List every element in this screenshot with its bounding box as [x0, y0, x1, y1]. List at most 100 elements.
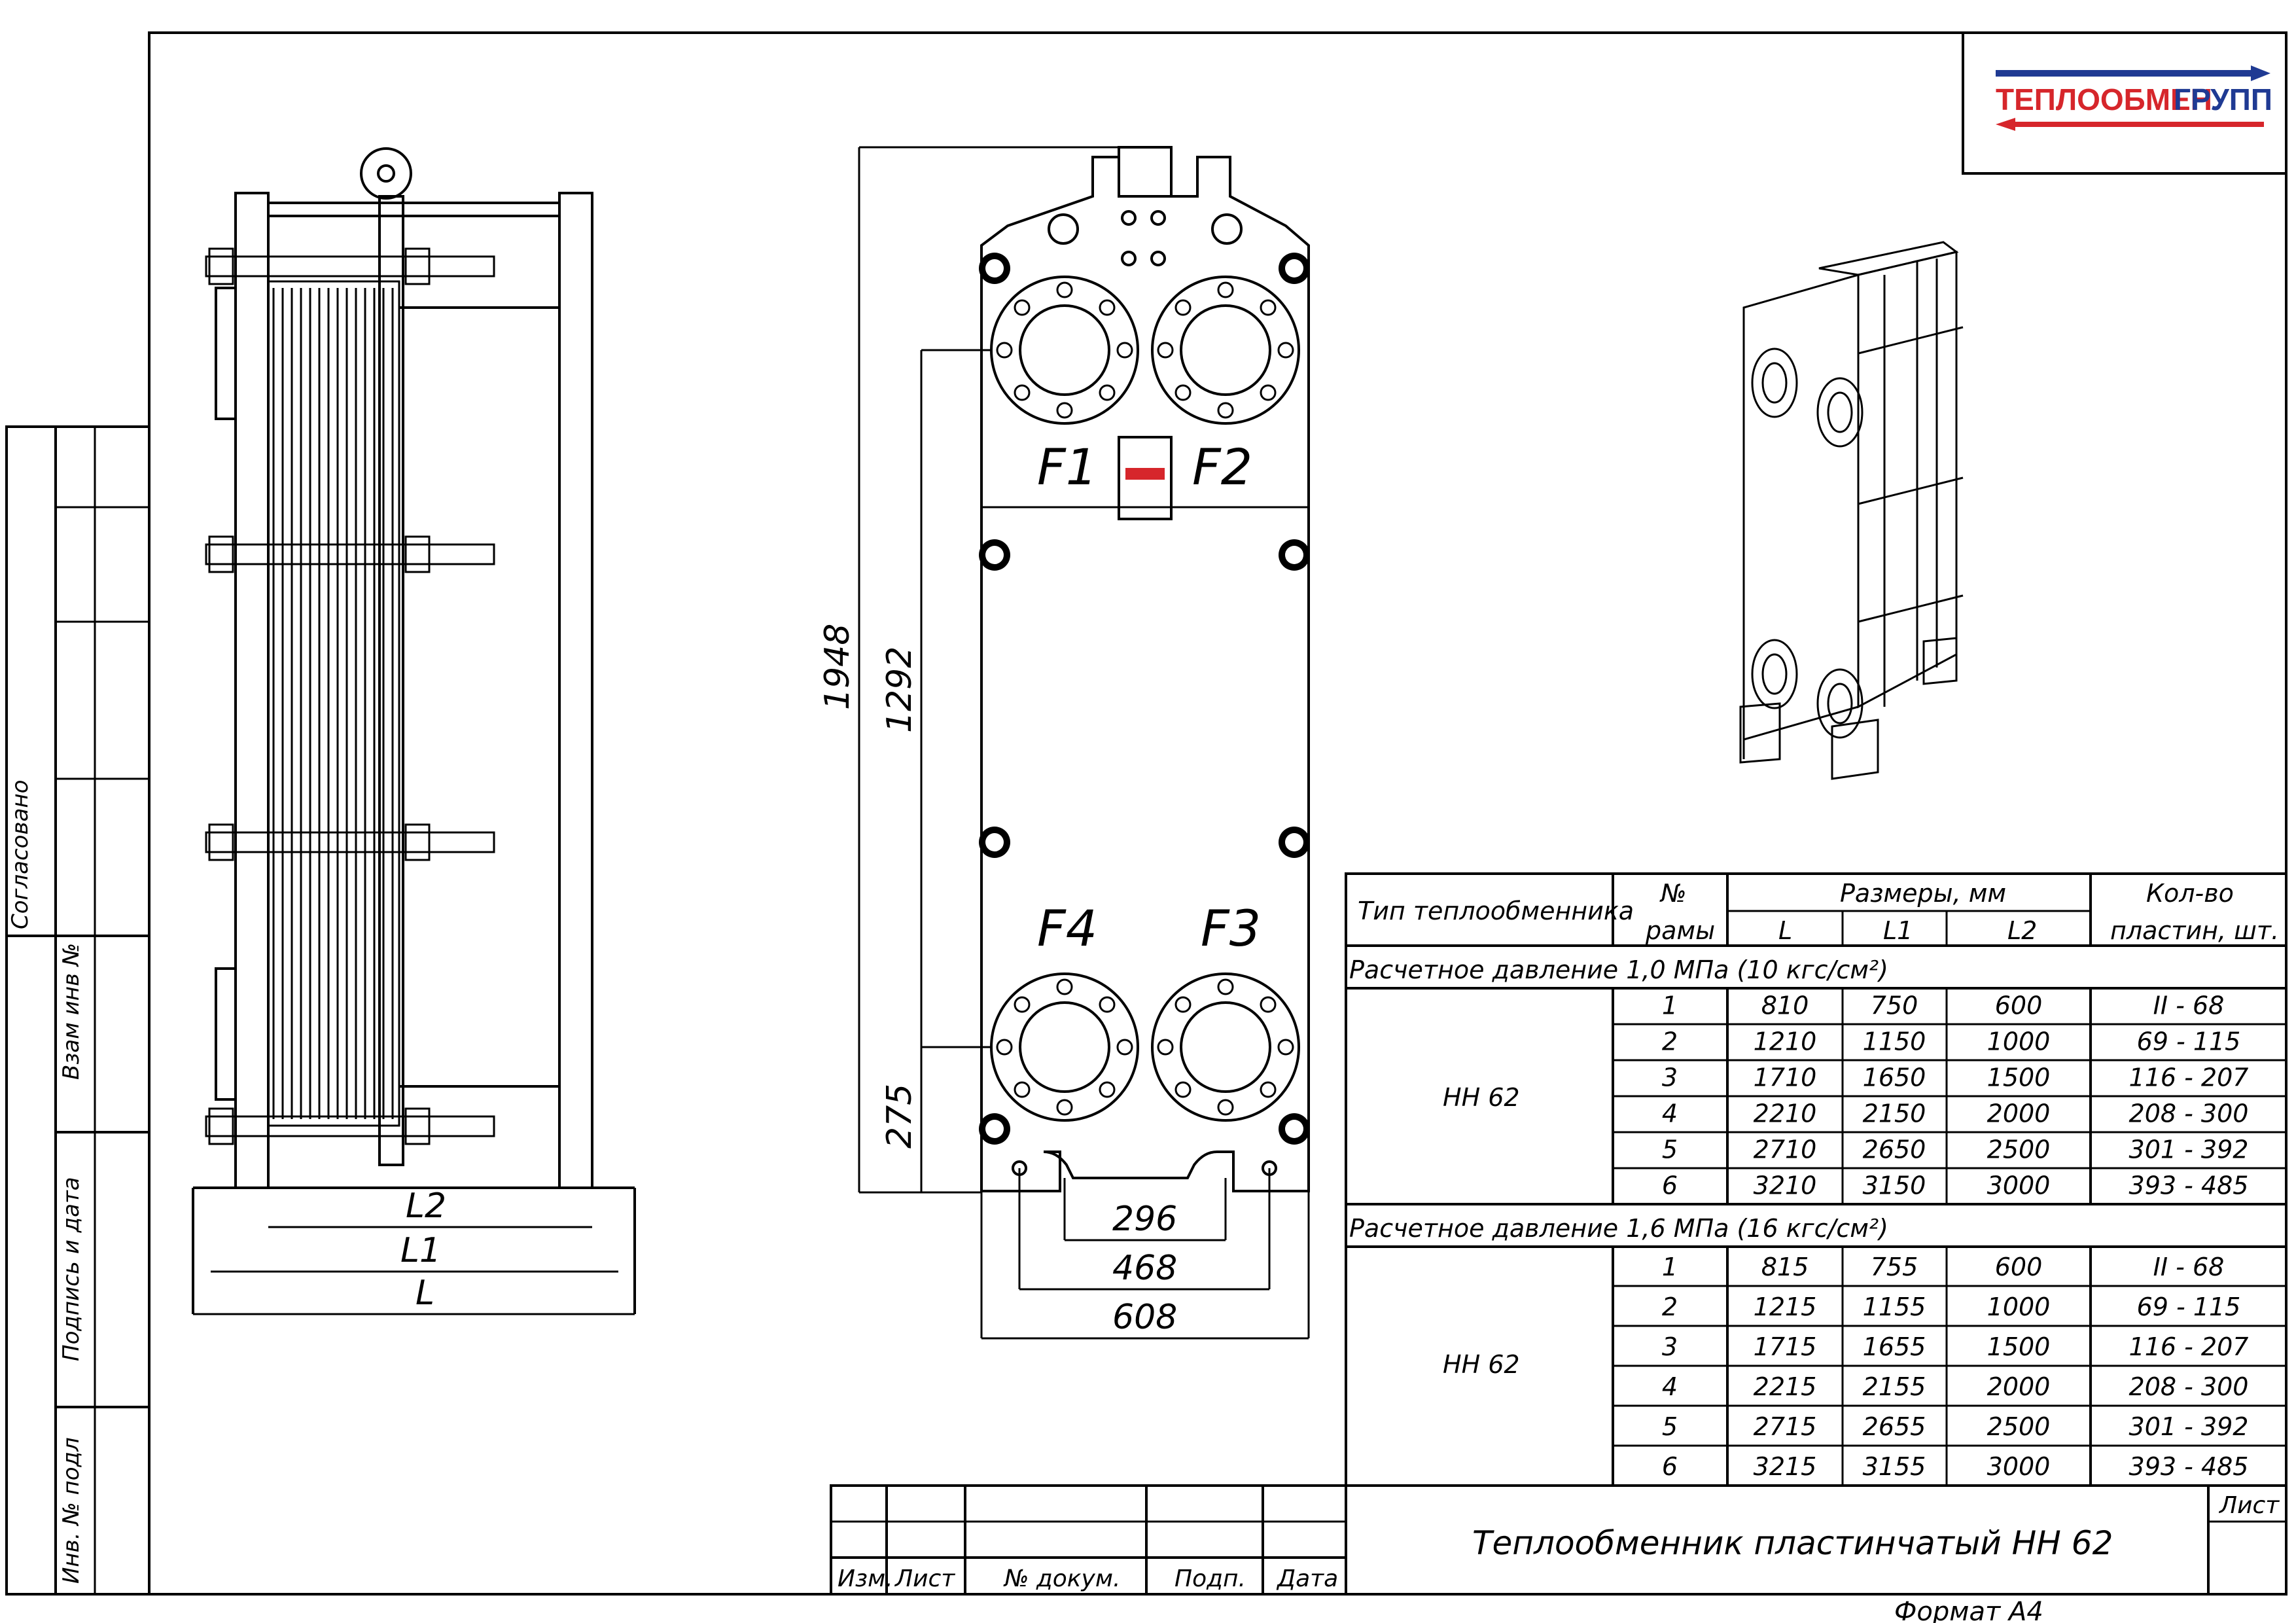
dim-296: 296 [1112, 1200, 1177, 1239]
table-cell: 1210 [1754, 1027, 1817, 1056]
company-logo: ТЕПЛООБМЕН ГРУПП [1962, 31, 2287, 175]
margin-inv-orig: Инв. № подл [58, 1437, 84, 1584]
margin-sign-date: Подпись и дата [58, 1177, 84, 1361]
table-cell: 600 [1995, 991, 2043, 1020]
table-cell: 1 [1662, 991, 1678, 1020]
front-dimensions [858, 146, 1310, 1340]
dim-l: L [415, 1274, 434, 1313]
th-type: Тип теплообменника [1358, 897, 1634, 925]
dim-pitch: 1292 [880, 647, 919, 733]
model-cell: НН 62 [1443, 1083, 1520, 1112]
table-cell: 208 - 300 [2129, 1372, 2249, 1401]
table-cell: 1000 [1987, 1027, 2051, 1056]
table-cell: 3215 [1754, 1452, 1817, 1481]
th-l: L [1778, 916, 1792, 945]
table-cell: 4 [1662, 1372, 1678, 1401]
table-cell: 4 [1662, 1099, 1678, 1128]
table-cell: 116 - 207 [2129, 1063, 2249, 1092]
table-cell: 1215 [1754, 1293, 1817, 1321]
title-block-grid [830, 1484, 2287, 1596]
dim-608: 608 [1112, 1298, 1177, 1337]
table-cell: 2150 [1863, 1099, 1926, 1128]
th-count: Кол-во [2146, 879, 2234, 908]
table-cell: 2 [1662, 1027, 1678, 1056]
table-cell: 2710 [1754, 1135, 1817, 1164]
th-l1: L1 [1883, 916, 1913, 945]
table-cell: 6 [1662, 1452, 1678, 1481]
title-block: Изм. Лист № докум. Подп. Дата Теплообмен… [838, 1492, 2280, 1592]
table-cell: 2650 [1863, 1135, 1926, 1164]
port-f2: F2 [1192, 438, 1252, 496]
table-cell: 1 [1662, 1253, 1678, 1281]
side-dimensions [193, 1226, 635, 1315]
table-cell: 2000 [1987, 1372, 2051, 1401]
isometric-view [1739, 241, 1964, 780]
table-cell: 1000 [1987, 1293, 2051, 1321]
th-l2: L2 [2007, 916, 2037, 945]
port-f3: F3 [1201, 899, 1261, 957]
spec-table-header: Тип теплообменника № рамы Размеры, мм L … [1358, 879, 2279, 945]
table-cell: 393 - 485 [2129, 1452, 2249, 1481]
table-cell: 2 [1662, 1293, 1678, 1321]
table-cell: 600 [1995, 1253, 2043, 1281]
table-cell: 815 [1761, 1253, 1809, 1281]
table-cell: 1155 [1863, 1293, 1926, 1321]
model-cell: НН 62 [1443, 1350, 1520, 1379]
port-f1: F1 [1037, 438, 1097, 496]
table-cell: 2500 [1987, 1412, 2051, 1441]
table-cell: 3 [1662, 1063, 1678, 1092]
table-cell: 69 - 115 [2137, 1293, 2241, 1321]
table-cell: 1500 [1987, 1332, 2051, 1361]
table-cell: 208 - 300 [2129, 1099, 2249, 1128]
tb-doc: № докум. [1003, 1565, 1120, 1592]
th-count-unit: пластин, шт. [2110, 916, 2279, 945]
table-cell: 2155 [1863, 1372, 1926, 1401]
table-cell: 393 - 485 [2129, 1171, 2249, 1200]
table-cell: 2715 [1754, 1412, 1817, 1441]
dim-l2: L2 [406, 1186, 446, 1226]
tb-list: Лист [894, 1565, 955, 1592]
drawing-frame [148, 31, 2287, 1596]
front-view [979, 146, 1310, 1192]
table-cell: 3155 [1863, 1452, 1926, 1481]
table-cell: 1500 [1987, 1063, 2051, 1092]
table-cell: 1710 [1754, 1063, 1817, 1092]
table-cell: 750 [1871, 991, 1918, 1020]
table-cell: 301 - 392 [2129, 1412, 2249, 1441]
tb-izm: Изм. [838, 1565, 893, 1592]
table-cell: 1650 [1863, 1063, 1926, 1092]
tb-sheet: Лист [2218, 1492, 2280, 1519]
section-title: Расчетное давление 1,6 МПа (16 кгс/см²) [1349, 1214, 1888, 1243]
logo-text-left: ТЕПЛООБМЕН [1996, 82, 2212, 116]
spec-table-section-1: Расчетное давление 1,0 МПа (10 кгс/см²) … [1349, 955, 1888, 1112]
table-cell: 3 [1662, 1332, 1678, 1361]
table-cell: 1150 [1863, 1027, 1926, 1056]
table-cell: 5 [1662, 1135, 1678, 1164]
table-cell: 3150 [1863, 1171, 1926, 1200]
margin-agreed: Согласовано [7, 780, 33, 929]
table-cell: 2000 [1987, 1099, 2051, 1128]
section-title: Расчетное давление 1,0 МПа (10 кгс/см²) [1349, 955, 1888, 984]
dim-bottom: 275 [880, 1084, 919, 1149]
table-cell: II - 68 [2153, 991, 2225, 1020]
table-cell: 755 [1871, 1253, 1918, 1281]
table-cell: 3000 [1987, 1452, 2051, 1481]
th-frame: рамы [1645, 916, 1715, 945]
margin-replace-inv: Взам инв № [58, 943, 84, 1080]
table-cell: 3000 [1987, 1171, 2051, 1200]
table-cell: 6 [1662, 1171, 1678, 1200]
table-cell: 116 - 207 [2129, 1332, 2249, 1361]
table-cell: 2215 [1754, 1372, 1817, 1401]
dim-468: 468 [1112, 1249, 1177, 1288]
port-f4: F4 [1037, 899, 1097, 957]
table-cell: 1715 [1754, 1332, 1817, 1361]
table-cell: 2210 [1754, 1099, 1817, 1128]
table-cell: 3210 [1754, 1171, 1817, 1200]
table-cell: 5 [1662, 1412, 1678, 1441]
th-sizes: Размеры, мм [1840, 879, 2006, 908]
table-cell: 2655 [1863, 1412, 1926, 1441]
tb-date: Дата [1276, 1565, 1338, 1592]
dim-height: 1948 [818, 624, 857, 710]
spec-table-grid [1345, 872, 2287, 1487]
